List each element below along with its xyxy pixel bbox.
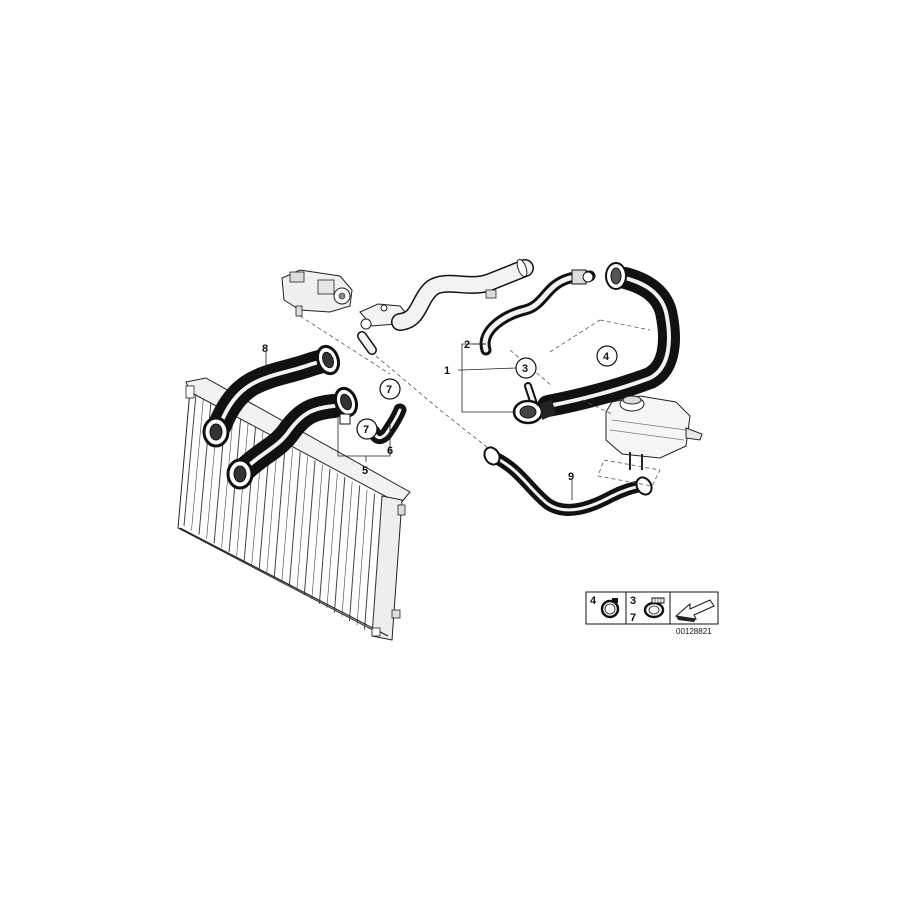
radiator-fin	[356, 489, 368, 626]
legend-label-3: 3	[630, 595, 636, 607]
radiator-fin	[303, 460, 316, 596]
thermostat-housing	[281, 269, 411, 355]
leader-lines	[265, 343, 573, 500]
radiator-fin	[273, 443, 286, 578]
hose-5	[226, 386, 359, 490]
radiator-fin	[236, 423, 249, 557]
legend-label-4: 4	[590, 595, 597, 607]
callout-8: 8	[262, 343, 268, 355]
radiator-fin	[348, 485, 361, 622]
screw-clamp-icon	[643, 597, 665, 619]
radiator	[177, 377, 411, 641]
hose-clamp-icon	[600, 598, 620, 619]
hose-9	[483, 446, 653, 516]
callout-6: 6	[387, 445, 393, 457]
hose-8-connector-engine	[315, 344, 341, 376]
callout-2: 2	[464, 339, 470, 351]
radiator-fin	[364, 493, 376, 630]
hose-1-connector	[512, 399, 556, 425]
diagram-reference-number: 00128821	[676, 627, 712, 636]
callout-5: 5	[362, 465, 368, 477]
radiator-fin	[371, 497, 383, 635]
hose-4	[512, 262, 680, 425]
hose-8	[202, 344, 341, 448]
callout-9: 9	[568, 471, 574, 483]
hose-2	[479, 269, 596, 356]
radiator-fin	[191, 398, 204, 531]
hose-4-connector	[605, 262, 627, 290]
callout-4: 4	[603, 351, 610, 363]
radiator-fins	[183, 393, 383, 635]
radiator-fin	[296, 456, 308, 591]
callout-1: 1	[444, 365, 450, 377]
radiator-fin	[311, 464, 323, 600]
hose-5-connector-engine	[333, 386, 359, 418]
radiator-fin	[318, 468, 331, 604]
assembly-lines	[299, 315, 661, 487]
radiator-fin	[333, 477, 346, 613]
radiator-fin	[288, 452, 301, 587]
radiator-fin	[221, 414, 234, 548]
legend-label-7: 7	[630, 612, 636, 624]
callout-3: 3	[522, 363, 528, 375]
hose-8-connector-radiator	[202, 416, 230, 448]
arrow-icon	[674, 599, 715, 622]
radiator-fin	[266, 439, 279, 574]
callout-7b: 7	[363, 424, 369, 436]
radiator-fin	[183, 393, 197, 527]
radiator-fin	[281, 448, 293, 583]
hose-6	[367, 403, 407, 445]
callouts: 8 7 7 5 6 2 1 3 4 9	[262, 339, 618, 483]
upper-pipe	[391, 258, 534, 331]
hose-5-connector-radiator	[226, 458, 254, 490]
legend: 4 3 7 00128821	[585, 591, 719, 636]
radiator-fin	[341, 481, 353, 617]
expansion-tank	[605, 395, 703, 470]
radiator-fin	[326, 472, 338, 609]
callout-7a: 7	[386, 384, 392, 396]
